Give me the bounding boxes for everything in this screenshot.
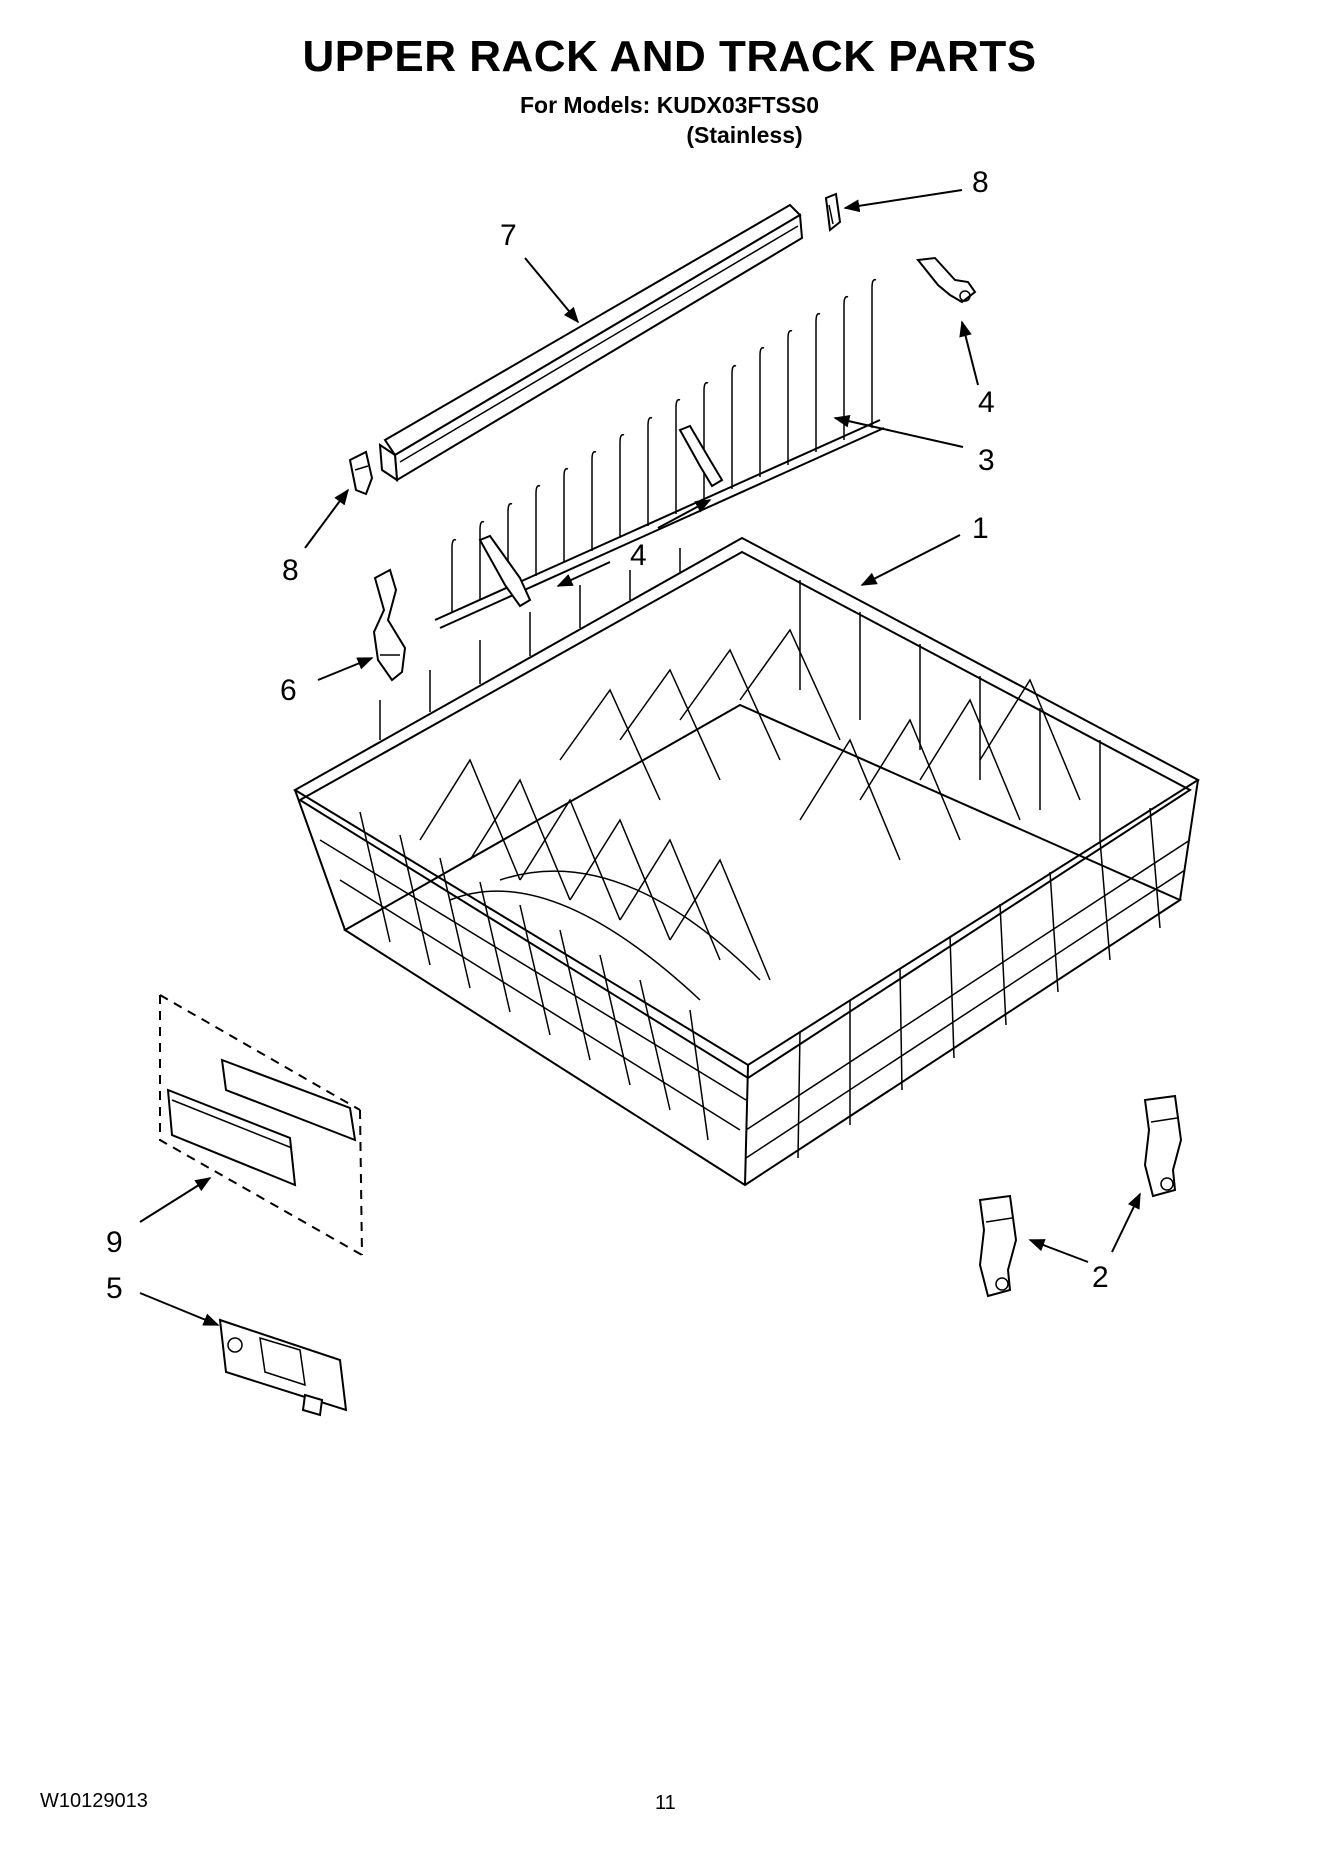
end-cap-part-8-left — [348, 450, 374, 496]
callout-1: 1 — [972, 512, 989, 545]
callout-8-top: 8 — [972, 166, 989, 199]
callout-5: 5 — [106, 1272, 123, 1305]
track-stop-part-5 — [218, 1318, 348, 1417]
page-number: 11 — [655, 1792, 676, 1814]
document-number: W10129013 — [40, 1790, 148, 1812]
end-cap-part-8-top — [824, 192, 842, 232]
finish-label: (Stainless) — [686, 122, 803, 148]
callout-8-left: 8 — [282, 554, 299, 587]
handle-assembly-part-9 — [159, 994, 363, 1256]
leader-lines — [139, 189, 1141, 1326]
callout-9: 9 — [106, 1226, 123, 1259]
adjuster-part-2-right — [1143, 1094, 1183, 1198]
tine-row-part-3 — [434, 278, 885, 629]
callout-4-right: 4 — [978, 386, 995, 419]
track-rail-part-7 — [378, 203, 804, 482]
page-title: UPPER RACK AND TRACK PARTS — [302, 32, 1037, 81]
models-line: For Models: KUDX03FTSS0 — [519, 92, 820, 118]
callout-4-center: 4 — [630, 539, 647, 572]
upper-rack-part-1 — [293, 536, 1200, 1187]
clip-part-6 — [372, 568, 407, 682]
adjuster-part-2-left — [978, 1194, 1018, 1298]
callout-7: 7 — [500, 219, 517, 252]
callout-6: 6 — [280, 674, 297, 707]
callout-2: 2 — [1092, 1261, 1109, 1294]
callout-3: 3 — [978, 444, 995, 477]
clip-part-4-right — [916, 256, 977, 304]
